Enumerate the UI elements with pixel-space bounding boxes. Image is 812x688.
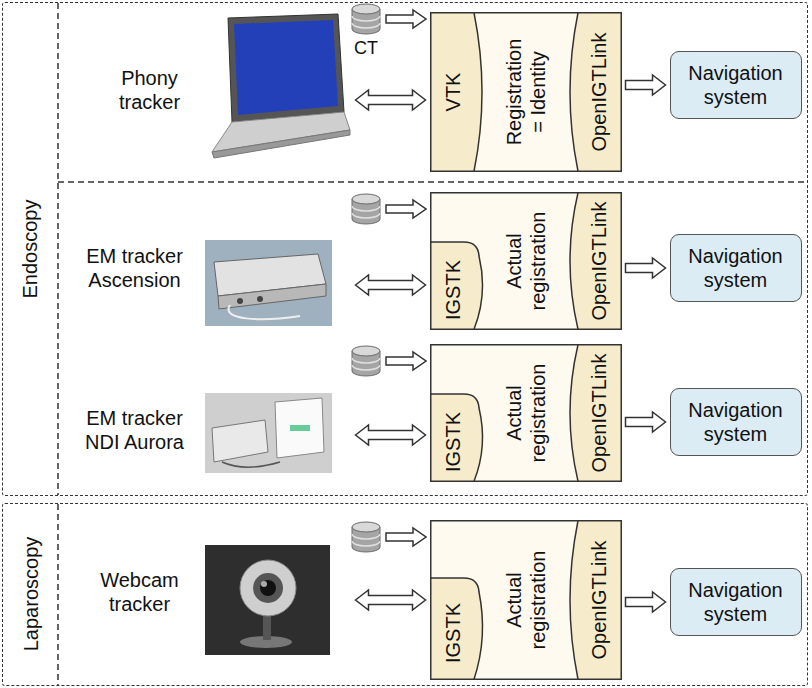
- lens-highlight: [261, 581, 267, 587]
- database-icon: [352, 522, 426, 552]
- module-label: OpenIGTLink: [587, 199, 611, 323]
- module-label: VTK: [441, 24, 465, 160]
- module-label: IGSTK: [441, 406, 465, 478]
- device-port: [237, 298, 243, 304]
- module-section: [570, 520, 621, 679]
- data-flow-arrow: [626, 75, 666, 95]
- navigation-box: Navigation system: [670, 568, 802, 636]
- module-frame: [430, 344, 621, 481]
- laptop-edge: [212, 130, 350, 158]
- software-module: IGSTK Actual registration OpenIGTLink: [430, 344, 622, 482]
- webcam-neck: [263, 608, 271, 640]
- module-frame: [430, 192, 621, 329]
- tracker-device: Webcam tracker: [70, 543, 352, 657]
- device-top: [214, 254, 326, 296]
- webcam-base: [240, 636, 292, 648]
- module-frame: [430, 520, 621, 679]
- aurora-tracker-photo: [205, 393, 332, 473]
- sensor-cable: [222, 462, 280, 467]
- data-flow-arrow: [626, 592, 666, 612]
- group-label: Endoscopy: [18, 12, 42, 486]
- photo-background: [205, 393, 332, 473]
- tracker-name: Phony tracker: [97, 66, 203, 114]
- navigation-box: Navigation system: [670, 234, 802, 302]
- tracker-name: EM tracker Ascension: [82, 244, 188, 292]
- navigation-label: Navigation system: [679, 398, 793, 446]
- device-badge: [290, 425, 310, 431]
- device-unit: [212, 420, 268, 462]
- em-tracker-photo: [205, 240, 332, 326]
- device-port: [257, 296, 263, 302]
- module-label: Registration = Identity: [502, 32, 550, 152]
- module-label: Actual registration: [502, 201, 550, 321]
- divider-line: [57, 504, 59, 685]
- module-section: [430, 242, 482, 329]
- module-label: OpenIGTLink: [587, 19, 611, 165]
- webcam-ring: [253, 573, 283, 603]
- webcam-head: [240, 560, 296, 616]
- module-section: [430, 578, 482, 679]
- software-module: IGSTK Actual registration OpenIGTLink: [430, 520, 622, 680]
- module-label: Actual registration: [502, 353, 550, 473]
- module-label: IGSTK: [441, 590, 465, 676]
- data-flow-arrow: [356, 90, 426, 110]
- module-label: IGSTK: [441, 254, 465, 326]
- module-section: [430, 12, 481, 171]
- data-flow-arrow: [626, 412, 666, 432]
- module-label: Actual registration: [502, 540, 550, 660]
- database-icon: [352, 346, 426, 376]
- navigation-label: Navigation system: [679, 578, 793, 626]
- database-icon: [352, 4, 426, 34]
- divider-line: [58, 181, 807, 183]
- procedure-group: Webcam tracker IGSTK Actual registration Op…: [2, 503, 808, 686]
- dashed-dividers: [58, 3, 807, 685]
- tracker-device: Phony tracker: [70, 15, 352, 160]
- divider-line: [57, 3, 59, 495]
- navigation-label: Navigation system: [679, 244, 793, 292]
- data-flow-arrow: [356, 590, 426, 610]
- laptop-illustration: [212, 14, 350, 158]
- group-label: Laparoscopy: [18, 513, 42, 676]
- field-generator: [275, 398, 324, 458]
- software-module: IGSTK Actual registration OpenIGTLink: [430, 192, 622, 330]
- navigation-label: Navigation system: [679, 61, 793, 109]
- tracker-name: EM tracker NDI Aurora: [82, 406, 188, 454]
- laptop-screen-frame: [228, 14, 344, 122]
- device-front: [218, 284, 326, 309]
- data-source-label: CT: [354, 38, 378, 60]
- module-section: [570, 192, 621, 329]
- data-flow-arrow: [626, 258, 666, 278]
- navigation-box: Navigation system: [670, 388, 802, 456]
- laptop-screen: [234, 20, 338, 115]
- module-section: [570, 12, 621, 171]
- procedure-group: Phony trackerVTKRegistration = IdentityO…: [2, 2, 808, 496]
- tracker-device: EM tracker NDI Aurora: [70, 392, 352, 474]
- device-cable: [228, 305, 300, 319]
- software-module: VTK Registration = Identity OpenIGTLink: [430, 12, 622, 172]
- photo-background: [205, 240, 332, 326]
- module-section: [430, 394, 482, 481]
- navigation-box: Navigation system: [670, 51, 802, 119]
- tracker-name: Webcam tracker: [87, 568, 193, 616]
- webcam-lens: [260, 580, 276, 596]
- module-label: OpenIGTLink: [587, 351, 611, 475]
- module-frame: [430, 12, 621, 171]
- module-section: [570, 344, 621, 481]
- data-flow-arrow: [356, 275, 426, 295]
- tracker-device: EM tracker Ascension: [70, 238, 352, 328]
- webcam-photo: [205, 545, 330, 655]
- laptop-base: [212, 112, 350, 152]
- module-label: OpenIGTLink: [587, 527, 611, 673]
- photo-background: [205, 545, 330, 655]
- data-flow-arrow: [356, 425, 426, 445]
- database-icon: [352, 194, 426, 224]
